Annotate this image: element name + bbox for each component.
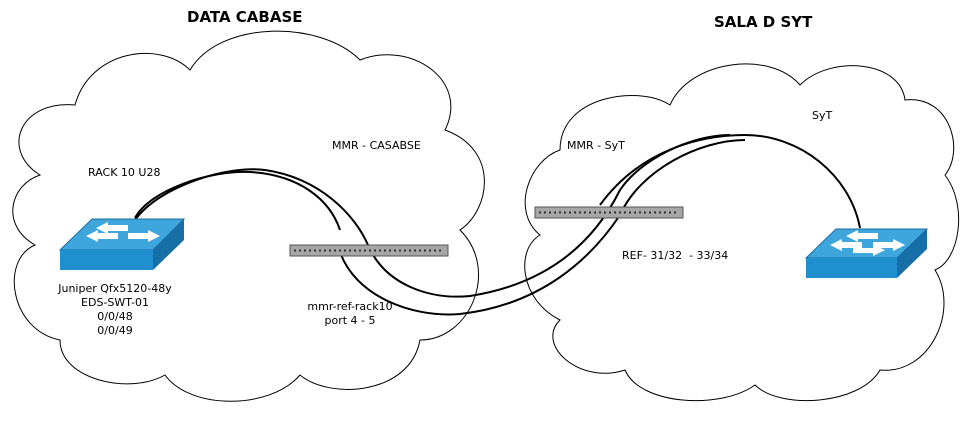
syt-label: SyT xyxy=(812,109,833,122)
mmr-ref-info: mmr-ref-rack10 port 4 - 5 xyxy=(295,300,405,328)
switch-info: Juniper Qfx5120-48y EDS-SWT-01 0/0/48 0/… xyxy=(40,282,190,338)
switch-port-2: 0/0/49 xyxy=(97,324,133,337)
site-title-right: SALA D SYT xyxy=(714,13,813,31)
patch-panel-icon-left xyxy=(289,244,449,257)
mmr-syt-label: MMR - SyT xyxy=(567,139,625,152)
cable-mmr-to-switch-right xyxy=(599,133,861,229)
patch-panel-icon-right xyxy=(534,206,684,219)
cloud-data-cabase xyxy=(12,30,485,402)
switch-hostname: EDS-SWT-01 xyxy=(81,296,149,309)
site-title-left: DATA CABASE xyxy=(187,8,303,26)
mmr-ref-port: port 4 - 5 xyxy=(324,314,376,327)
mmr-casabse-label: MMR - CASABSE xyxy=(332,139,421,152)
switch-model: Juniper Qfx5120-48y xyxy=(58,282,172,295)
mmr-ref-rack: mmr-ref-rack10 xyxy=(307,300,393,313)
cable-mmr-to-mmr-2 xyxy=(339,139,746,316)
network-switch-icon-right xyxy=(804,228,929,278)
rack-label: RACK 10 U28 xyxy=(88,166,161,179)
network-switch-icon-left xyxy=(58,198,186,270)
cable-switch-to-mmr-1 xyxy=(134,170,341,231)
cables xyxy=(134,133,861,316)
cable-switch-to-mmr-2 xyxy=(134,168,369,246)
ref-ports-label: REF- 31/32 - 33/34 xyxy=(622,249,729,262)
switch-port-1: 0/0/48 xyxy=(97,310,133,323)
cloud-sala-d-syt xyxy=(524,63,959,402)
